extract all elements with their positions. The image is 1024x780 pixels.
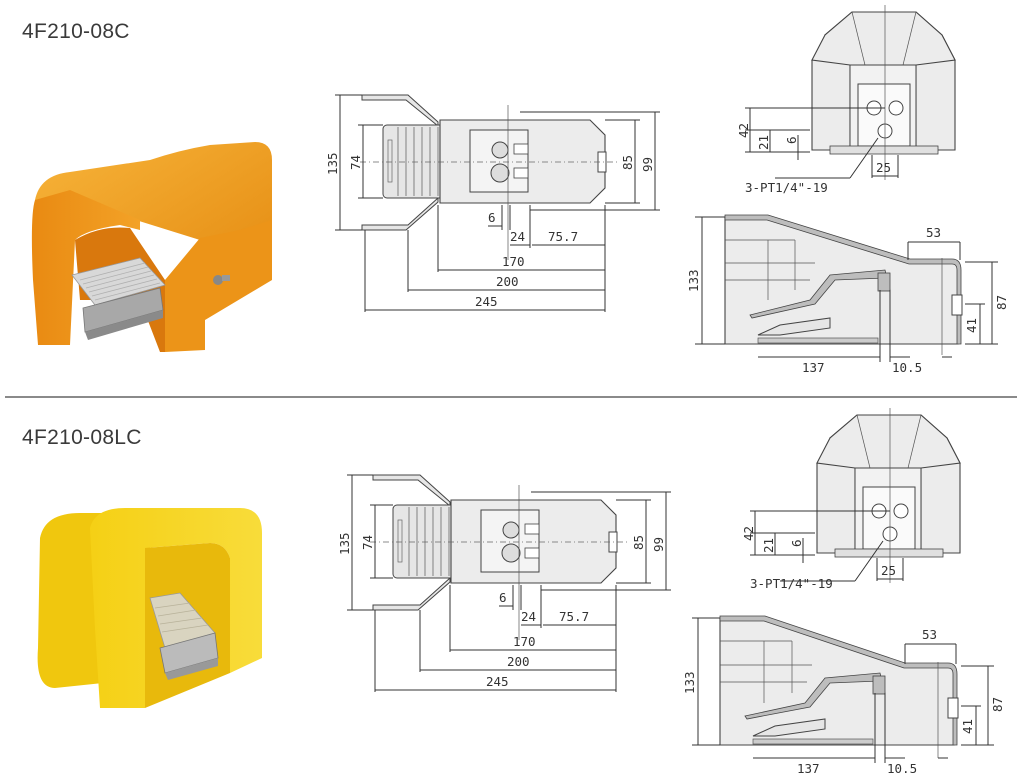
dim-24: 24 xyxy=(510,229,525,244)
front-view-drawing: 42 21 6 25 3-PT1/4"-19 xyxy=(736,5,956,195)
dim-137: 137 xyxy=(797,761,820,776)
dim-41: 41 xyxy=(964,318,979,333)
model-section-4f210-08c: 4F210-08C xyxy=(22,5,1009,375)
dim-6-front: 6 xyxy=(789,539,804,547)
dim-24: 24 xyxy=(521,609,536,624)
dim-170: 170 xyxy=(513,634,536,649)
port-label: 3-PT1/4"-19 xyxy=(745,180,828,195)
dim-10-5: 10.5 xyxy=(887,761,917,776)
dim-42: 42 xyxy=(741,526,756,541)
top-view-drawing: 135 74 85 99 6 24 75.7 170 200 245 xyxy=(337,474,671,692)
dim-42: 42 xyxy=(736,123,751,138)
dim-135: 135 xyxy=(325,152,340,175)
product-photo-orange-pedal xyxy=(31,142,272,352)
dim-170: 170 xyxy=(502,254,525,269)
dim-75-7: 75.7 xyxy=(548,229,578,244)
dim-85: 85 xyxy=(631,535,646,550)
dim-137: 137 xyxy=(802,360,825,375)
dim-133: 133 xyxy=(686,269,701,292)
product-photo-yellow-pedal xyxy=(37,508,262,708)
dim-200: 200 xyxy=(507,654,530,669)
dim-10-5: 10.5 xyxy=(892,360,922,375)
port-label: 3-PT1/4"-19 xyxy=(750,576,833,591)
dim-200: 200 xyxy=(496,274,519,289)
dim-25: 25 xyxy=(876,160,891,175)
top-view-drawing: 135 74 85 99 6 24 75.7 170 200 245 xyxy=(325,94,660,312)
dim-53: 53 xyxy=(926,225,941,240)
dim-6: 6 xyxy=(488,210,496,225)
model-section-4f210-08lc: 4F210-08LC xyxy=(0,398,1024,780)
dim-74: 74 xyxy=(348,155,363,170)
model-title: 4F210-08C xyxy=(22,20,130,43)
dim-99: 99 xyxy=(640,157,655,172)
dim-135: 135 xyxy=(337,532,352,555)
dim-245: 245 xyxy=(475,294,498,309)
side-view-drawing: 133 53 87 41 137 10.5 xyxy=(686,214,1009,375)
front-view-drawing: 42 21 6 25 3-PT1/4"-19 xyxy=(741,408,961,591)
dim-74: 74 xyxy=(360,535,375,550)
dim-25: 25 xyxy=(881,563,896,578)
dim-6: 6 xyxy=(499,590,507,605)
model-title: 4F210-08LC xyxy=(22,426,142,449)
dim-87: 87 xyxy=(990,697,1005,712)
section-divider xyxy=(5,396,1017,398)
dim-133: 133 xyxy=(682,671,697,694)
dim-87: 87 xyxy=(994,295,1009,310)
dim-21: 21 xyxy=(761,538,776,553)
dim-6-front: 6 xyxy=(784,136,799,144)
dim-245: 245 xyxy=(486,674,509,689)
dim-53: 53 xyxy=(922,627,937,642)
dim-99: 99 xyxy=(651,537,666,552)
side-view-drawing: 133 53 87 41 137 10.5 xyxy=(682,615,1005,776)
dim-41: 41 xyxy=(960,719,975,734)
dim-75-7: 75.7 xyxy=(559,609,589,624)
dim-85: 85 xyxy=(620,155,635,170)
dim-21: 21 xyxy=(756,135,771,150)
